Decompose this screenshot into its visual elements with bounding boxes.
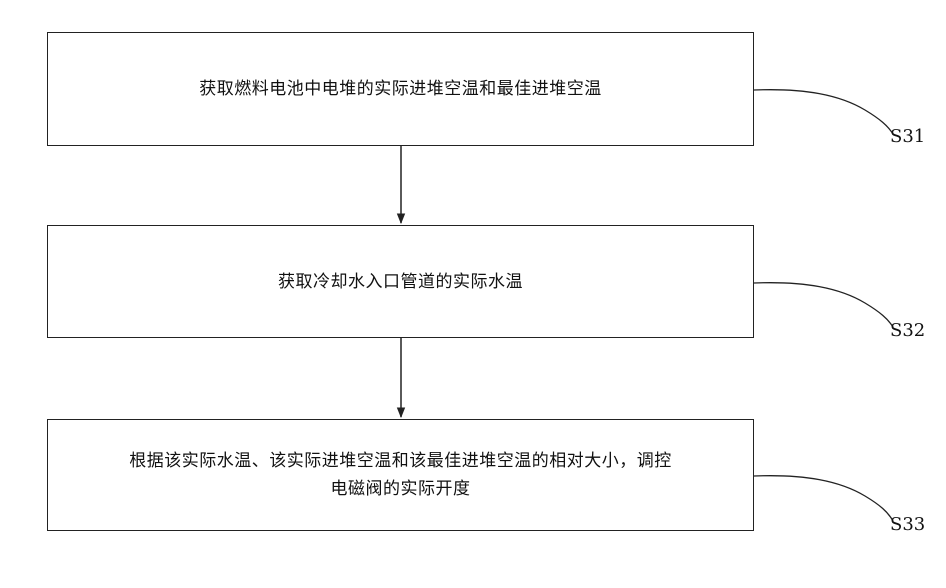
leader-line-s33	[754, 476, 893, 521]
leader-line-s32	[754, 283, 893, 327]
step-label-s31: S31	[890, 126, 925, 147]
step-s32-line-1: 获取冷却水入口管道的实际水温	[278, 268, 523, 296]
step-label-s32: S32	[890, 320, 925, 341]
step-s31-line-1: 获取燃料电池中电堆的实际进堆空温和最佳进堆空温	[199, 75, 602, 103]
step-text-s32: 获取冷却水入口管道的实际水温	[258, 268, 543, 296]
step-box-s33: 根据该实际水温、该实际进堆空温和该最佳进堆空温的相对大小，调控 电磁阀的实际开度	[47, 419, 754, 531]
step-label-s33: S33	[890, 514, 925, 535]
step-text-s31: 获取燃料电池中电堆的实际进堆空温和最佳进堆空温	[179, 75, 622, 103]
step-s33-line-2: 电磁阀的实际开度	[129, 475, 672, 503]
step-s33-line-1: 根据该实际水温、该实际进堆空温和该最佳进堆空温的相对大小，调控	[129, 447, 672, 475]
step-box-s31: 获取燃料电池中电堆的实际进堆空温和最佳进堆空温	[47, 32, 754, 146]
leader-line-s31	[754, 90, 893, 134]
step-box-s32: 获取冷却水入口管道的实际水温	[47, 225, 754, 338]
step-text-s33: 根据该实际水温、该实际进堆空温和该最佳进堆空温的相对大小，调控 电磁阀的实际开度	[109, 447, 692, 503]
